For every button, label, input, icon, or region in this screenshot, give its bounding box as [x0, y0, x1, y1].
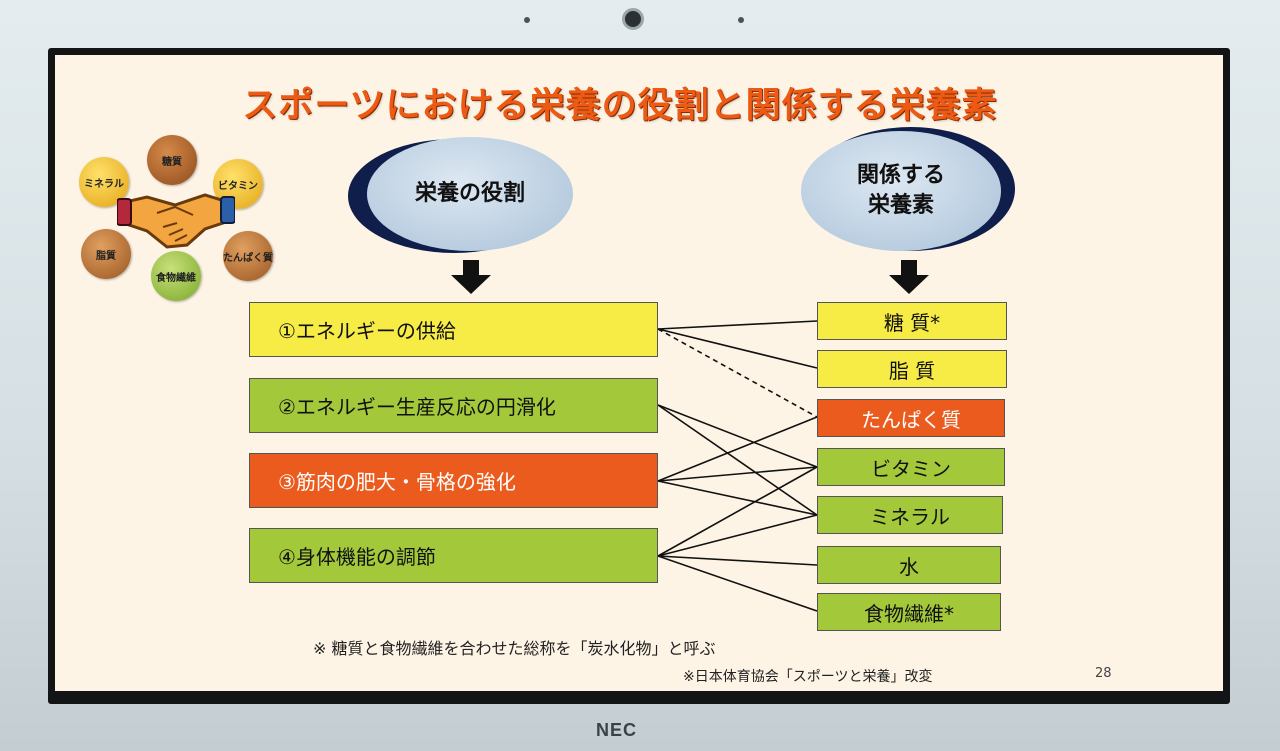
nutrient-box-water: 水 [817, 546, 1001, 584]
nutrient-box-fiber: 食物繊維* [817, 593, 1001, 631]
source-citation: ※日本体育協会「スポーツと栄養」改変 [683, 669, 933, 685]
footnote: ※ 糖質と食物繊維を合わせた総称を「炭水化物」と呼ぶ [313, 639, 716, 658]
nutrient-box-protein: たんぱく質 [817, 399, 1005, 437]
sensor-dot [524, 17, 530, 23]
brand-logo: NEC [596, 720, 638, 740]
logo-bubble: 糖質 [147, 135, 197, 185]
arrow-down-icon [889, 260, 929, 294]
role-box-energy-reaction: ②エネルギー生産反応の円滑化 [249, 378, 658, 433]
nutrient-header-text: 関係する 栄養素 [856, 163, 945, 218]
nutrient-box-carbohydrate: 糖 質* [817, 302, 1007, 340]
nutrient-header: 関係する 栄養素 [801, 131, 1001, 251]
role-header: 栄養の役割 [367, 137, 573, 251]
slide: スポーツにおける栄養の役割と関係する栄養素 糖質 ビタミン たんぱく質 食物繊維… [55, 55, 1223, 691]
role-box-muscle-bone: ③筋肉の肥大・骨格の強化 [249, 453, 658, 508]
slide-title: スポーツにおける栄養の役割と関係する栄養素 [242, 86, 998, 126]
arrow-down-icon [451, 260, 491, 294]
sensor-dot [738, 17, 744, 23]
logo-bubble: 食物繊維 [151, 251, 201, 301]
handshake-icon [117, 193, 235, 249]
role-header-text: 栄養の役割 [414, 181, 525, 206]
logo-bubble: 脂質 [81, 229, 131, 279]
nutrient-box-fat: 脂 質 [817, 350, 1007, 388]
logo-bubble: たんぱく質 [223, 231, 273, 281]
page-number: 28 [1095, 666, 1112, 681]
role-box-energy-supply: ①エネルギーの供給 [249, 302, 658, 357]
nutrient-box-mineral: ミネラル [817, 496, 1003, 534]
logo-bubble: ビタミン [213, 159, 263, 209]
connector-lines [657, 320, 818, 612]
nutrient-box-vitamin: ビタミン [817, 448, 1005, 486]
role-box-body-regulation: ④身体機能の調節 [249, 528, 658, 583]
webcam-icon [622, 8, 644, 30]
